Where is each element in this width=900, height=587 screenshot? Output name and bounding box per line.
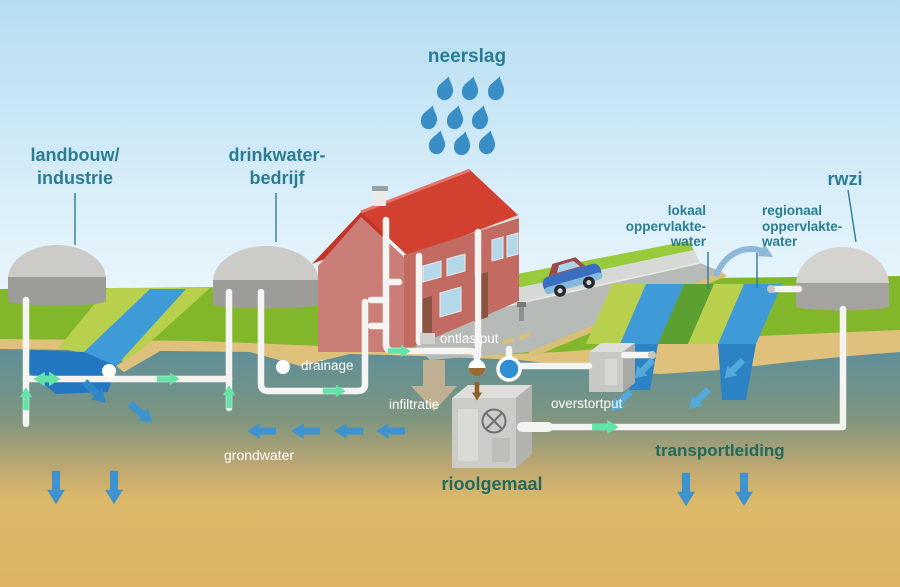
chimney	[374, 188, 386, 206]
lokaal-water	[620, 284, 684, 344]
overstortput-structure	[589, 343, 635, 392]
curb-mark	[518, 332, 532, 340]
groundwater-zone	[0, 349, 900, 587]
regionaal-water-underground	[718, 344, 756, 400]
leader-rwzi	[847, 189, 857, 243]
overflow-curved-arrow	[713, 243, 773, 278]
ditch-sand-edge	[116, 344, 162, 372]
label-rioolgemaal: rioolgemaal	[441, 474, 543, 494]
regionaal-slope	[688, 284, 744, 344]
drainage-outlet-icon	[276, 360, 290, 374]
house	[312, 168, 520, 352]
gable-wall	[318, 217, 404, 352]
tank-rwzi	[796, 247, 890, 311]
manhole	[496, 356, 522, 382]
tank-drinkwaterbedrijf	[213, 246, 319, 309]
label-regionaal-oppervlaktewater: regionaal oppervlakte- water	[762, 203, 843, 249]
infiltratie-arrow	[411, 360, 457, 411]
label-rwzi: rwzi	[827, 169, 863, 189]
channel-divider-grass	[658, 284, 714, 344]
car-hub	[586, 280, 592, 286]
leader-lines	[74, 189, 857, 289]
label-drainage: drainage	[301, 358, 354, 373]
label-infiltratie: infiltratie	[389, 397, 440, 412]
chimney-cap	[372, 186, 388, 191]
ontlastput-device	[468, 359, 486, 377]
front-wall	[404, 218, 519, 351]
label-lokaal-oppervlaktewater: lokaal oppervlakte- water	[625, 203, 706, 249]
roof-right	[361, 170, 519, 258]
outfall-cap	[767, 285, 775, 293]
pipe-drainage-loop	[257, 288, 369, 395]
pool-outlet	[102, 364, 116, 378]
regionaal-water	[718, 284, 782, 344]
outfall-cap	[648, 351, 656, 359]
label-overstortput: overstortput	[551, 396, 623, 411]
label-drinkwaterbedrijf: drinkwater- bedrijf	[228, 145, 326, 188]
car-hub	[557, 288, 563, 294]
label-ontlastput: ontlastput	[440, 331, 499, 346]
car	[542, 257, 603, 297]
windows	[422, 232, 519, 318]
curb-mark	[501, 337, 515, 345]
label-grondwater: grondwater	[224, 447, 295, 463]
street-post	[519, 305, 524, 321]
car-window	[557, 260, 581, 273]
ditch-stream	[84, 289, 186, 366]
label-neerslag: neerslag	[427, 46, 507, 67]
ontlastput-icon	[420, 333, 435, 344]
pump-icon	[481, 408, 507, 434]
label-landbouw-industrie: landbouw/ industrie	[30, 145, 120, 188]
lokaal-slope	[586, 284, 646, 344]
tank-landbouw-industrie	[8, 245, 106, 306]
street-post-top	[517, 302, 526, 307]
label-transportleiding: transportleiding	[655, 441, 785, 460]
pipe-transportleiding	[516, 305, 847, 431]
